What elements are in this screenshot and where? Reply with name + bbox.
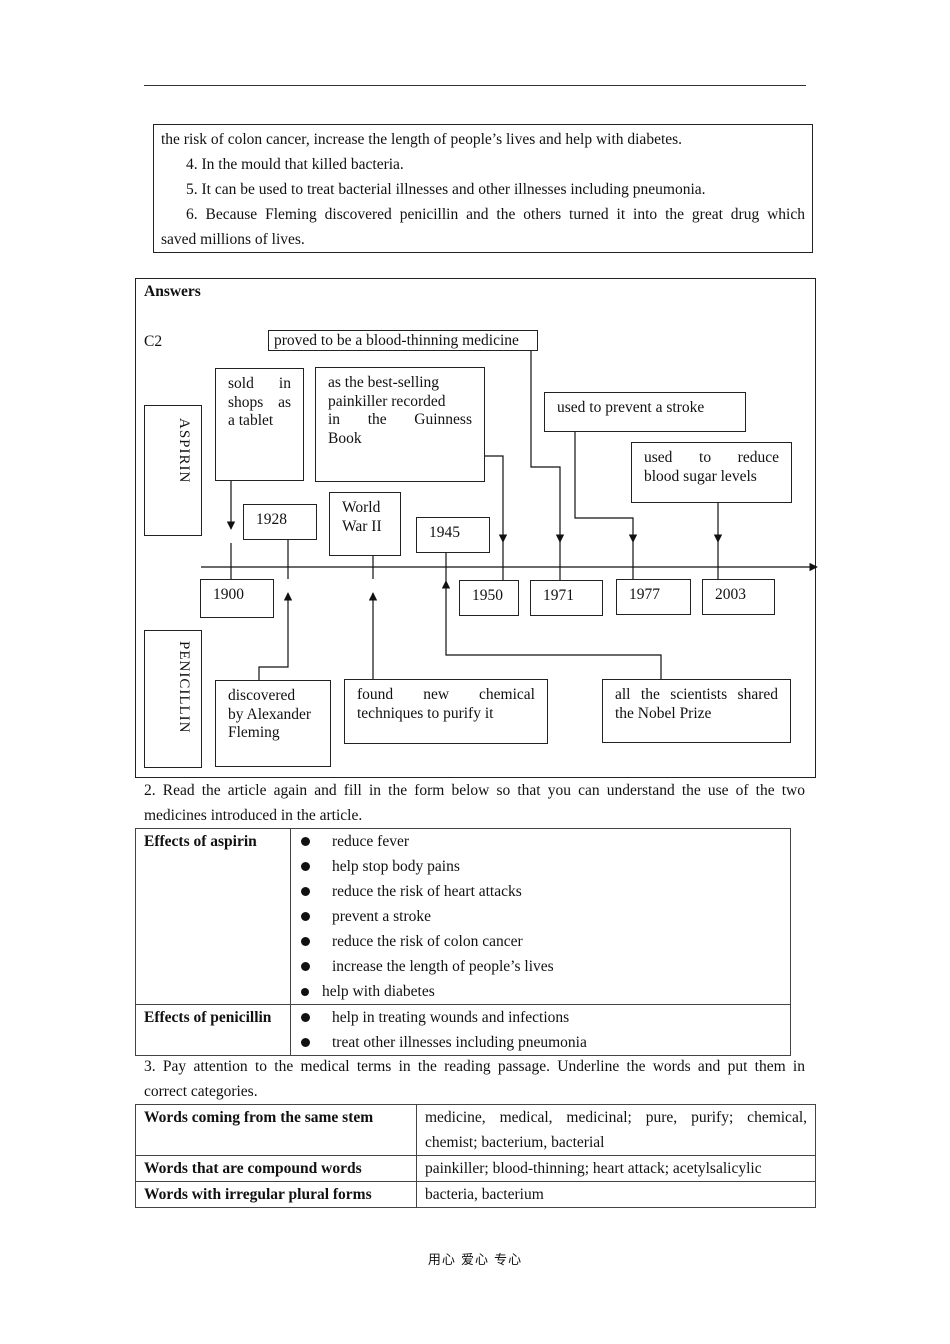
- answer-item-6-cont: saved millions of lives.: [161, 231, 305, 248]
- bestselling-line-3: in the Guinness: [328, 411, 472, 428]
- penicillin-header: Effects of penicillin: [135, 1004, 291, 1056]
- list-item: help stop body pains: [301, 854, 782, 879]
- q2-instruction: 2. Read the article again and fill in th…: [144, 782, 805, 799]
- penicillin-label: PENICILLIN: [176, 641, 192, 734]
- answer-line-1: the risk of colon cancer, increase the l…: [161, 131, 683, 148]
- year-1928-box: 1928: [243, 504, 317, 540]
- blood-sugar-box: used to reduce blood sugar levels: [631, 442, 792, 503]
- sold-line-1: sold in: [228, 375, 291, 392]
- answer-item-6: 6. Because Fleming discovered penicillin…: [186, 206, 805, 223]
- row-value: bacteria, bacterium: [416, 1181, 816, 1208]
- aspirin-effects: reduce fever help stop body pains reduce…: [290, 828, 791, 1005]
- table-row: Effects of aspirin reduce fever help sto…: [135, 828, 791, 1005]
- year-1977-box: 1977: [616, 579, 691, 615]
- row-value: medicine, medical, medicinal; pure, puri…: [416, 1104, 816, 1156]
- row-value: painkiller; blood-thinning; heart attack…: [416, 1155, 816, 1182]
- year-2003-box: 2003: [702, 579, 775, 615]
- discovered-box: discovered by Alexander Fleming: [215, 680, 331, 767]
- table-row: Words coming from the same stem medicine…: [135, 1104, 816, 1156]
- proved-label: proved to be a blood-thinning medicine: [268, 330, 538, 351]
- penicillin-box: PENICILLIN: [144, 630, 202, 768]
- bestselling-line-2: painkiller recorded: [328, 392, 446, 410]
- effects-table: Effects of aspirin reduce fever help sto…: [135, 828, 791, 1056]
- aspirin-header: Effects of aspirin: [135, 828, 291, 1005]
- answer-item-5: 5. It can be used to treat bacterial ill…: [186, 181, 706, 198]
- discovered-line-1: discovered: [228, 687, 296, 704]
- ww2-line-1: World: [342, 499, 381, 516]
- world-war-ii-box: World War II: [329, 492, 401, 556]
- row-label: Words that are compound words: [135, 1155, 417, 1182]
- answer-continuation-box: the risk of colon cancer, increase the l…: [153, 124, 813, 253]
- sugar-line-2: blood sugar levels: [644, 467, 757, 485]
- header-rule: [144, 85, 806, 86]
- answers-heading: Answers: [144, 283, 201, 300]
- year-1950: 1950: [472, 587, 503, 604]
- terms-table: Words coming from the same stem medicine…: [135, 1104, 816, 1208]
- bullet-icon: [301, 1013, 310, 1022]
- prevent-stroke-box: used to prevent a stroke: [544, 392, 746, 432]
- sugar-line-1: used to reduce: [644, 449, 779, 466]
- table-row: Words that are compound words painkiller…: [135, 1155, 816, 1182]
- bestselling-line-1: as the best-selling: [328, 374, 440, 391]
- list-item: increase the length of people’s lives: [301, 954, 782, 979]
- year-1971: 1971: [543, 587, 574, 604]
- purify-techniques-box: found new chemical techniques to purify …: [344, 679, 548, 744]
- table-row: Words with irregular plural forms bacter…: [135, 1181, 816, 1208]
- q3-instruction-cont: correct categories.: [144, 1083, 258, 1100]
- year-1971-box: 1971: [530, 580, 603, 616]
- bullet-icon: [301, 1038, 310, 1047]
- ww2-line-2: War II: [342, 517, 382, 535]
- bullet-icon: [301, 887, 310, 896]
- q2-instruction-cont: medicines introduced in the article.: [144, 807, 363, 824]
- year-1900-box: 1900: [200, 579, 274, 618]
- list-item: reduce the risk of colon cancer: [301, 929, 782, 954]
- table-row: Effects of penicillin help in treating w…: [135, 1004, 791, 1056]
- list-item: reduce the risk of heart attacks: [301, 879, 782, 904]
- year-1928: 1928: [256, 511, 287, 528]
- bullet-icon: [301, 862, 310, 871]
- year-1950-box: 1950: [459, 580, 519, 616]
- year-2003: 2003: [715, 586, 746, 603]
- found-line-2: techniques to purify it: [357, 704, 494, 722]
- best-selling-box: as the best-selling painkiller recorded …: [315, 367, 485, 482]
- q3-instruction: 3. Pay attention to the medical terms in…: [144, 1058, 805, 1075]
- list-item: treat other illnesses including pneumoni…: [301, 1030, 782, 1055]
- stroke-text: used to prevent a stroke: [557, 399, 705, 416]
- proved-text: proved to be a blood-thinning medicine: [274, 332, 519, 349]
- nobel-line-1: all the scientists shared: [615, 686, 778, 703]
- aspirin-label: ASPIRIN: [176, 418, 192, 484]
- year-1945: 1945: [429, 524, 460, 541]
- nobel-prize-box: all the scientists shared the Nobel Priz…: [602, 679, 791, 743]
- penicillin-effects: help in treating wounds and infections t…: [290, 1004, 791, 1056]
- row-label: Words coming from the same stem: [135, 1104, 417, 1156]
- nobel-line-2: the Nobel Prize: [615, 704, 712, 722]
- answer-item-4: 4. In the mould that killed bacteria.: [186, 156, 404, 173]
- aspirin-box: ASPIRIN: [144, 405, 202, 536]
- year-1977: 1977: [629, 586, 660, 603]
- discovered-line-3: Fleming: [228, 724, 280, 741]
- bestselling-line-4: Book: [328, 429, 362, 447]
- sold-in-shops-box: sold in shops as a tablet: [215, 368, 304, 481]
- year-1900: 1900: [213, 586, 244, 603]
- sold-line-3: a tablet: [228, 412, 274, 429]
- page-footer: 用心 爱心 专心: [427, 1253, 523, 1268]
- sold-line-2: shops as: [228, 393, 291, 411]
- bullet-icon: [301, 837, 310, 846]
- list-item: prevent a stroke: [301, 904, 782, 929]
- row-label: Words with irregular plural forms: [135, 1181, 417, 1208]
- list-item: reduce fever: [301, 829, 782, 854]
- list-item: help in treating wounds and infections: [301, 1005, 782, 1030]
- bullet-icon: [301, 962, 310, 971]
- bullet-icon: [301, 988, 309, 996]
- discovered-line-2: by Alexander: [228, 705, 312, 723]
- list-item: help with diabetes: [301, 979, 782, 1004]
- found-line-1: found new chemical: [357, 686, 535, 703]
- bullet-icon: [301, 912, 310, 921]
- question-c2-label: C2: [144, 333, 163, 350]
- bullet-icon: [301, 937, 310, 946]
- year-1945-box: 1945: [416, 517, 490, 553]
